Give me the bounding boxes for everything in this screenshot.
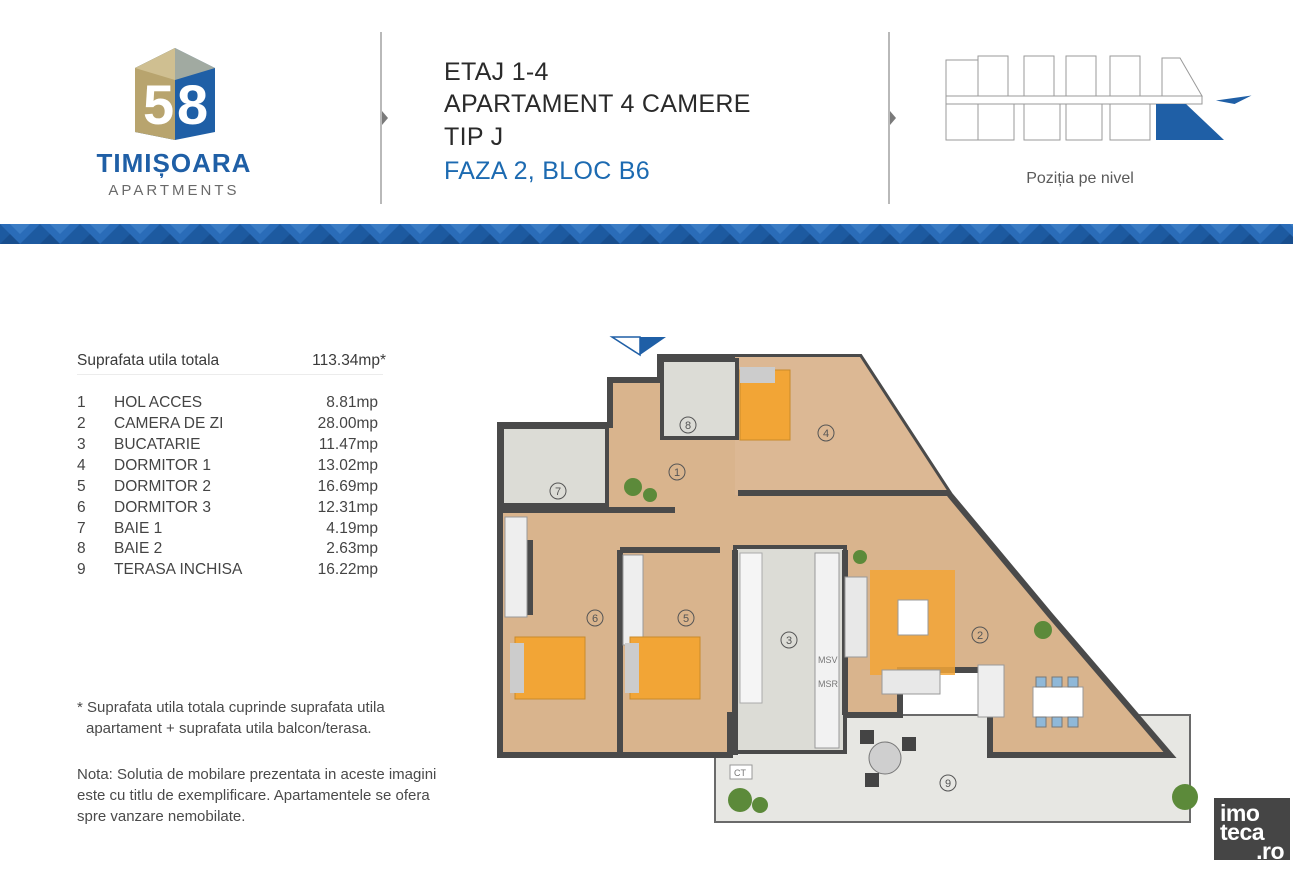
room-number: 5 <box>77 478 86 495</box>
total-area-value: 113.34mp* <box>312 352 386 369</box>
coffee-table <box>897 599 929 636</box>
room-area: 16.69mp <box>317 478 378 495</box>
bathroom-1-floor <box>500 425 609 507</box>
watermark-line: teca <box>1220 819 1265 845</box>
room-name: DORMITOR 1 <box>114 457 212 474</box>
room-area: 4.19mp <box>326 520 378 537</box>
pillows-bedroom-1 <box>740 367 775 383</box>
disclaimer-line: este cu titlu de exemplificare. Apartame… <box>77 787 430 804</box>
room-number: 2 <box>77 415 86 432</box>
room-marker-9: 9 <box>945 778 951 790</box>
header-divider-right <box>888 32 890 204</box>
brand-name: TIMIȘOARA <box>96 148 252 178</box>
disclaimer-line: spre vanzare nemobilate. <box>77 808 246 825</box>
room-marker-2: 2 <box>977 630 983 642</box>
floor-plan: MSV MSR CT 1 2 3 4 5 6 7 8 9 <box>497 336 1198 823</box>
apartment-title: APARTAMENT 4 CAMERE <box>444 90 751 118</box>
room-name: TERASA INCHISA <box>114 561 243 578</box>
room-area: 2.63mp <box>326 540 378 557</box>
bed-bedroom-2 <box>629 636 701 700</box>
floor-title: ETAJ 1-4 <box>444 58 549 86</box>
room-name: BAIE 2 <box>114 540 163 557</box>
disclaimer-line: Nota: Solutia de mobilare prezentata in … <box>77 766 437 783</box>
terrace-table <box>868 741 902 775</box>
room-number: 3 <box>77 436 86 453</box>
room-area: 13.02mp <box>317 457 378 474</box>
room-number: 7 <box>77 520 86 537</box>
total-area-rule <box>77 374 383 375</box>
total-area-label: Suprafata utila totala <box>77 352 220 369</box>
room-area: 11.47mp <box>318 436 378 453</box>
logo-number-5: 5 <box>143 73 174 136</box>
dining-table <box>1032 686 1084 718</box>
kitchen-counter <box>814 552 840 749</box>
boiler-box <box>729 764 753 780</box>
room-number: 4 <box>77 457 86 474</box>
position-label: Poziția pe nivel <box>1026 170 1134 187</box>
sofa-left <box>844 576 868 658</box>
room-area: 8.81mp <box>326 394 378 411</box>
sofa-bottom <box>881 669 941 695</box>
watermark-line: .ro <box>1256 838 1284 864</box>
bathroom-2-floor <box>660 358 739 440</box>
room-name: HOL ACCES <box>114 394 203 411</box>
phase-title: FAZA 2, BLOC B6 <box>444 157 650 185</box>
header-divider-left <box>380 32 382 204</box>
compass-north-icon <box>1215 95 1252 104</box>
room-area: 12.31mp <box>317 499 378 516</box>
room-number: 8 <box>77 540 86 557</box>
room-name: BUCATARIE <box>114 436 201 453</box>
room-marker-5: 5 <box>683 613 689 625</box>
room-name: DORMITOR 3 <box>114 499 212 516</box>
pillows-bedroom-2 <box>625 643 639 693</box>
room-name: BAIE 1 <box>114 520 163 537</box>
divider-arrow-right <box>890 111 896 125</box>
tv-unit <box>977 664 1005 718</box>
wardrobe-bedroom-3 <box>504 516 528 618</box>
floor-position-map <box>945 55 1252 141</box>
room-area: 16.22mp <box>317 561 378 578</box>
type-title: TIP J <box>444 123 504 151</box>
room-number: 9 <box>77 561 86 578</box>
wardrobe-bedroom-2 <box>622 554 644 646</box>
imoteca-watermark: imo teca .ro <box>1214 798 1290 864</box>
boiler-label: CT <box>734 768 746 778</box>
divider-arrow-left <box>382 111 388 125</box>
dishwasher-label: MSV <box>818 655 838 665</box>
apartment-position-highlight <box>1156 104 1224 140</box>
room-marker-1: 1 <box>674 467 680 479</box>
room-marker-6: 6 <box>592 613 598 625</box>
room-name: CAMERA DE ZI <box>114 415 224 432</box>
footnote-line: apartament + suprafata utila balcon/tera… <box>86 720 372 737</box>
room-area: 28.00mp <box>317 415 378 432</box>
footnote-line: * Suprafata utila totala cuprinde supraf… <box>77 699 385 716</box>
room-marker-3: 3 <box>786 635 792 647</box>
brand-logo: 5 8 <box>135 48 215 140</box>
kitchen-island <box>739 552 763 704</box>
washer-label: MSR <box>818 679 839 689</box>
pillows-bedroom-3 <box>510 643 524 693</box>
watermark-line: imo <box>1220 800 1260 826</box>
brand-subtitle: APARTMENTS <box>108 182 240 199</box>
decorative-band <box>0 224 1293 244</box>
room-number: 6 <box>77 499 86 516</box>
room-number: 1 <box>77 394 86 411</box>
room-marker-4: 4 <box>823 428 829 440</box>
room-marker-8: 8 <box>685 420 691 432</box>
logo-number-8: 8 <box>177 73 208 136</box>
room-name: DORMITOR 2 <box>114 478 212 495</box>
room-marker-7: 7 <box>555 486 561 498</box>
bed-bedroom-3 <box>514 636 586 700</box>
